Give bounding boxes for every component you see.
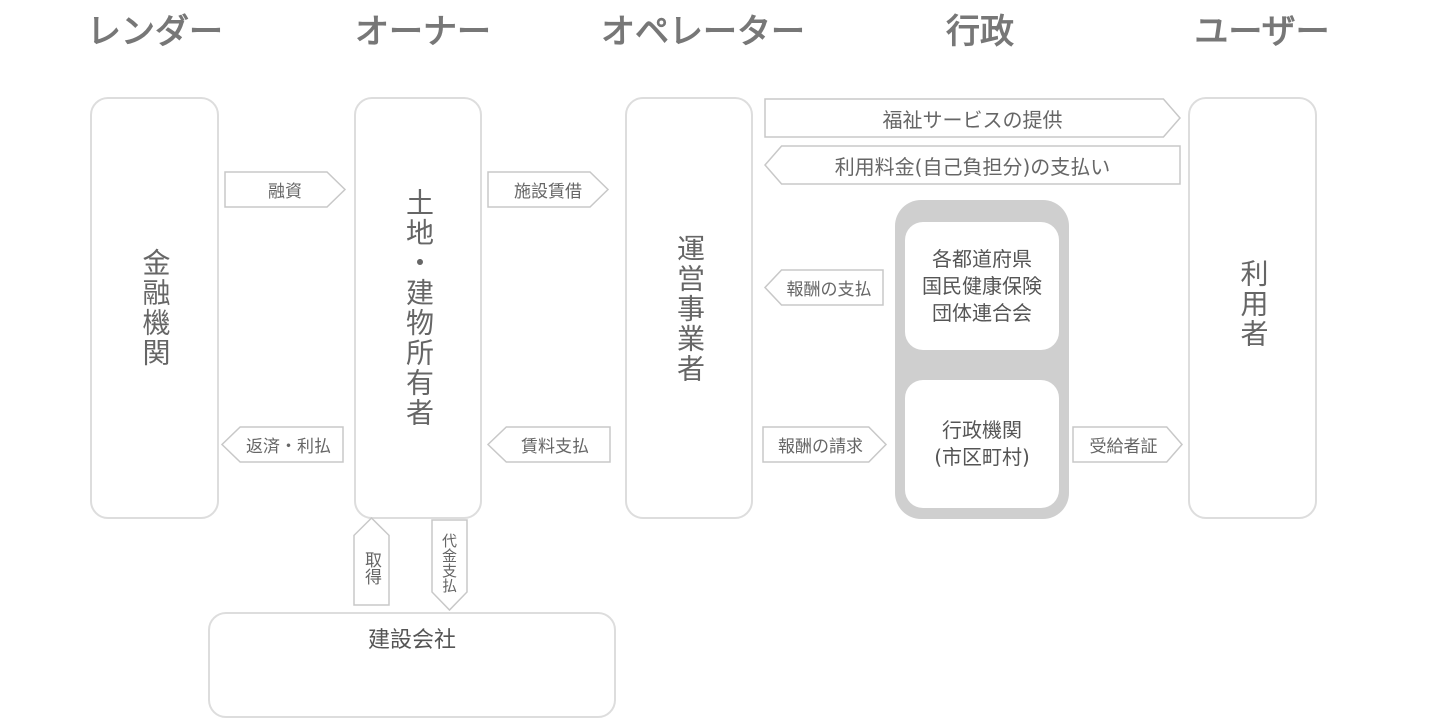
repay-arrow: 返済・利払 xyxy=(222,427,343,462)
user-label: 利用者 xyxy=(1236,259,1270,349)
municipality-line: 行政機関 xyxy=(941,418,1022,442)
rent-arrow: 賃料支払 xyxy=(488,427,610,462)
acquire-label: 取得 xyxy=(361,550,381,585)
federation-line: 団体連合会 xyxy=(932,300,1032,325)
header-owner: オーナー xyxy=(355,12,491,52)
reward-claim-label: 報酬の請求 xyxy=(778,437,863,457)
loan-label: 融資 xyxy=(268,182,302,202)
reward-pay-label: 報酬の支払 xyxy=(786,280,872,300)
owner-label: 土地・建物所有者 xyxy=(402,188,435,428)
federation-line: 各都道府県 xyxy=(932,246,1032,271)
fee-label: 利用料金(自己負担分)の支払い xyxy=(834,154,1111,179)
lease-arrow: 施設賃借 xyxy=(488,172,608,207)
acquire-arrow: 取得 xyxy=(354,518,389,605)
fee-arrow: 利用料金(自己負担分)の支払い xyxy=(765,146,1180,184)
rent-label: 賃料支払 xyxy=(521,437,589,457)
payment-arrow: 代金支払 xyxy=(432,520,467,610)
header-lender: レンダー xyxy=(87,12,223,52)
certificate-label: 受給者証 xyxy=(1089,437,1158,457)
lease-label: 施設賃借 xyxy=(514,182,582,202)
service-arrow: 福祉サービスの提供 xyxy=(765,99,1180,137)
service-label: 福祉サービスの提供 xyxy=(882,107,1063,132)
federation-line: 国民健康保険 xyxy=(922,273,1042,298)
federation-box: 各都道府県国民健康保険団体連合会 xyxy=(905,222,1059,350)
municipality-box: 行政機関 (市区町村) xyxy=(905,380,1059,508)
construction-label: 建設会社 xyxy=(367,628,456,653)
header-user: ユーザー xyxy=(1194,12,1330,52)
operator-label: 運営事業者 xyxy=(673,234,706,384)
reward-pay-arrow: 報酬の支払 xyxy=(765,270,883,305)
reward-claim-arrow: 報酬の請求 xyxy=(763,427,886,462)
header-gov: 行政 xyxy=(946,12,1014,52)
payment-label: 代金支払 xyxy=(440,533,458,593)
operator-box: 運営事業者 xyxy=(625,97,753,519)
repay-label: 返済・利払 xyxy=(246,437,331,457)
loan-arrow: 融資 xyxy=(225,172,345,207)
user-box: 利用者 xyxy=(1188,97,1317,519)
gov-group: 各都道府県国民健康保険団体連合会 行政機関 (市区町村) xyxy=(895,200,1069,519)
certificate-arrow: 受給者証 xyxy=(1073,427,1182,462)
bank-label: 金融機関 xyxy=(138,248,172,368)
owner-box: 土地・建物所有者 xyxy=(354,97,482,519)
municipality-line: (市区町村) xyxy=(934,445,1030,469)
bank-box: 金融機関 xyxy=(90,97,219,519)
construction-box: 建設会社 xyxy=(208,612,616,718)
header-operator: オペレーター xyxy=(601,12,805,52)
